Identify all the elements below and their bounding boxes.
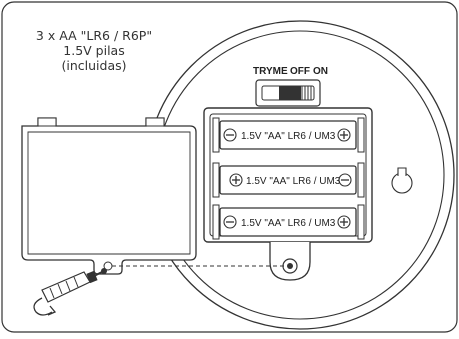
battery-1-label: 1.5V "AA" LR6 / UM3 xyxy=(241,131,336,142)
screw-icon xyxy=(101,268,107,274)
power-switch[interactable] xyxy=(255,79,321,107)
hanging-keyhole xyxy=(391,167,413,194)
switch-label-tryme: TRYME xyxy=(253,66,288,77)
caption-battery-type: 3 x AA "LR6 / R6P" xyxy=(35,28,153,43)
rotate-arrow-icon xyxy=(33,297,57,316)
battery-2: 1.5V "AA" LR6 / UM3 xyxy=(212,162,365,198)
switch-label-off: OFF xyxy=(290,66,310,77)
cover-tab-right xyxy=(145,117,165,127)
battery-1: 1.5V "AA" LR6 / UM3 xyxy=(212,117,365,153)
cover-tab-left xyxy=(37,117,57,127)
caption-included: (incluidas) xyxy=(61,58,127,73)
battery-cover[interactable] xyxy=(21,117,197,275)
battery-3: 1.5V "AA" LR6 / UM3 xyxy=(212,204,365,240)
screwdriver-icon xyxy=(41,270,105,303)
caption-voltage: 1.5V pilas xyxy=(63,43,125,58)
switch-label-on: ON xyxy=(313,66,328,77)
battery-2-label: 1.5V "AA" LR6 / UM3 xyxy=(246,176,341,187)
battery-3-label: 1.5V "AA" LR6 / UM3 xyxy=(241,218,336,229)
switch-knob[interactable] xyxy=(279,86,301,100)
